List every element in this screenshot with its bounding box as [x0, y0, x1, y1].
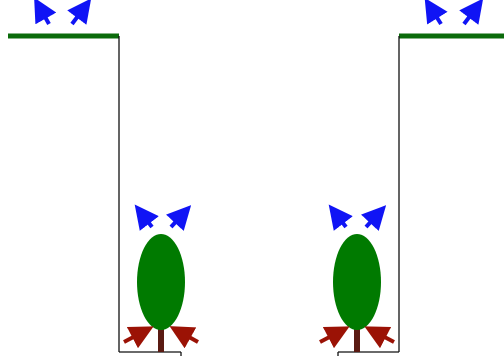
blue-arrow-icon	[424, 0, 448, 26]
left-tree-top-arrows	[134, 204, 192, 231]
blue-arrow-icon	[328, 204, 353, 231]
red-arrow-icon	[364, 326, 395, 349]
red-arrow-icon	[319, 326, 350, 349]
tree-crown	[137, 234, 185, 330]
top-right-ground-arrows	[424, 0, 484, 26]
left-tree-base-arrows	[123, 326, 199, 349]
red-arrow-icon	[169, 326, 199, 349]
top-left-ground-arrows	[34, 0, 92, 26]
right-tree	[333, 234, 381, 352]
blue-arrow-icon	[166, 205, 192, 231]
blue-arrow-icon	[361, 205, 387, 231]
blue-arrow-icon	[459, 0, 484, 26]
blue-arrow-icon	[67, 0, 92, 26]
red-arrow-icon	[123, 326, 154, 349]
blue-arrow-icon	[34, 0, 57, 25]
left-tree	[137, 234, 185, 352]
blue-arrow-icon	[134, 204, 159, 231]
right-tree-top-arrows	[328, 204, 387, 231]
tree-crown	[333, 234, 381, 330]
right-tree-base-arrows	[319, 326, 395, 349]
